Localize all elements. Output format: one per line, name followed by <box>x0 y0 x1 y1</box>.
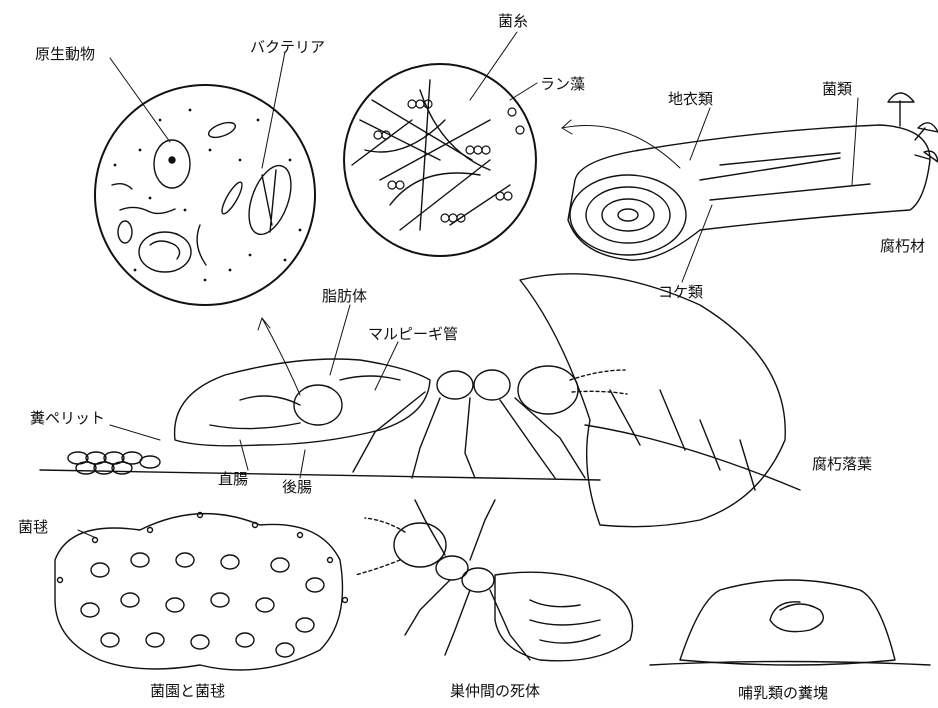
termite-worker <box>40 359 627 480</box>
label-lichens: 地衣類 <box>668 90 713 108</box>
label-fungi: 菌類 <box>822 80 852 98</box>
wood-surface-magnified-circle <box>344 64 536 256</box>
mammal-dung-mass <box>650 580 930 665</box>
label-bacteria: バクテリア <box>250 38 325 56</box>
label-hindgut: 後腸 <box>282 478 312 496</box>
caption-fungus-comb: 菌園と菌毬 <box>150 682 225 700</box>
label-rotten-wood: 腐朽材 <box>880 237 925 255</box>
label-malpighian-tubules: マルピーギ管 <box>368 325 458 343</box>
rotten-wood-log <box>568 93 938 260</box>
rotten-leaf <box>520 274 800 527</box>
label-cyanobacteria: ラン藻 <box>540 75 585 93</box>
label-protozoa: 原生動物 <box>35 45 95 63</box>
label-fungal-balls: 菌毬 <box>18 518 48 536</box>
label-rectum: 直腸 <box>218 470 248 488</box>
caption-dead-nestmate: 巣仲間の死体 <box>450 682 540 700</box>
label-mosses: コケ類 <box>658 283 703 301</box>
label-hyphae: 菌糸 <box>498 12 528 30</box>
fungus-comb <box>55 513 348 671</box>
label-rotten-leaf-litter: 腐朽落葉 <box>812 455 872 473</box>
dead-nestmate-termite <box>355 500 633 661</box>
caption-mammal-dung: 哺乳類の糞塊 <box>738 684 828 702</box>
label-fat-body: 脂肪体 <box>322 287 367 305</box>
gut-microbe-magnified-circle <box>95 85 315 305</box>
label-fecal-pellets: 糞ペリット <box>30 409 105 427</box>
